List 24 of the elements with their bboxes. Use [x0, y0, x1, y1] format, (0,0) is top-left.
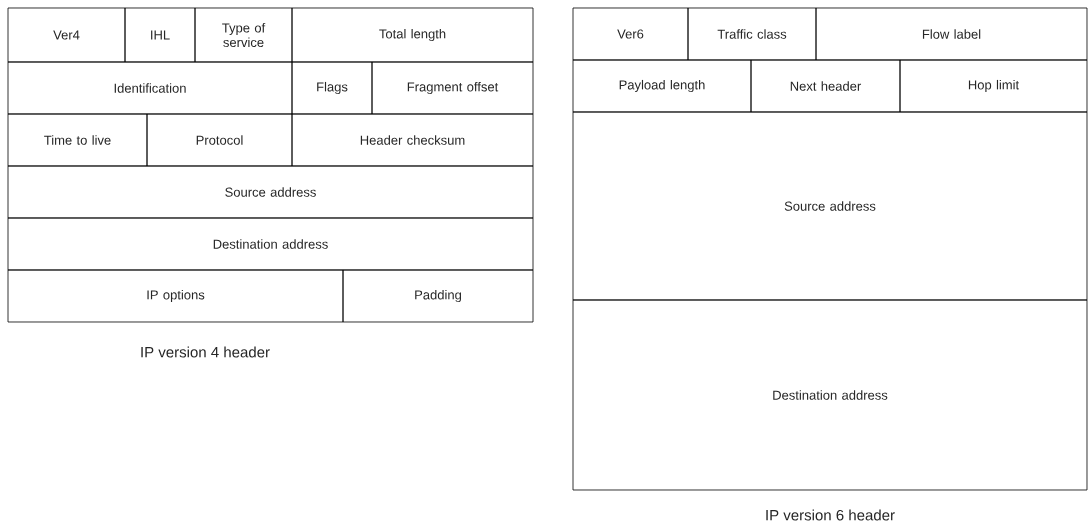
field-cell: Padding: [342, 269, 534, 323]
field-cell: Header checksum: [291, 113, 534, 167]
field-cell: Type of service: [194, 7, 293, 63]
field-cell: Identification: [7, 61, 293, 115]
field-cell: Protocol: [146, 113, 293, 167]
field-cell: Source address: [572, 111, 1088, 301]
field-cell: Ver6: [572, 7, 689, 61]
caption: IP version 4 header: [141, 346, 270, 358]
field-cell: Ver4: [7, 7, 126, 63]
field-cell: Destination address: [572, 299, 1088, 491]
field-cell: Time to live: [7, 113, 148, 167]
field-cell: Flags: [291, 61, 373, 115]
field-cell: Payload length: [572, 59, 752, 113]
field-cell: Next header: [750, 59, 901, 113]
field-cell: Total length: [291, 7, 534, 63]
caption: IP version 6 header: [766, 509, 895, 521]
field-cell: Flow label: [815, 7, 1088, 61]
field-cell: Source address: [7, 165, 534, 219]
field-cell: IP options: [7, 269, 344, 323]
field-cell: IHL: [124, 7, 196, 63]
field-cell: Fragment offset: [371, 61, 534, 115]
field-cell: Hop limit: [899, 59, 1088, 113]
field-cell: Traffic class: [687, 7, 817, 61]
field-cell: Destination address: [7, 217, 534, 271]
